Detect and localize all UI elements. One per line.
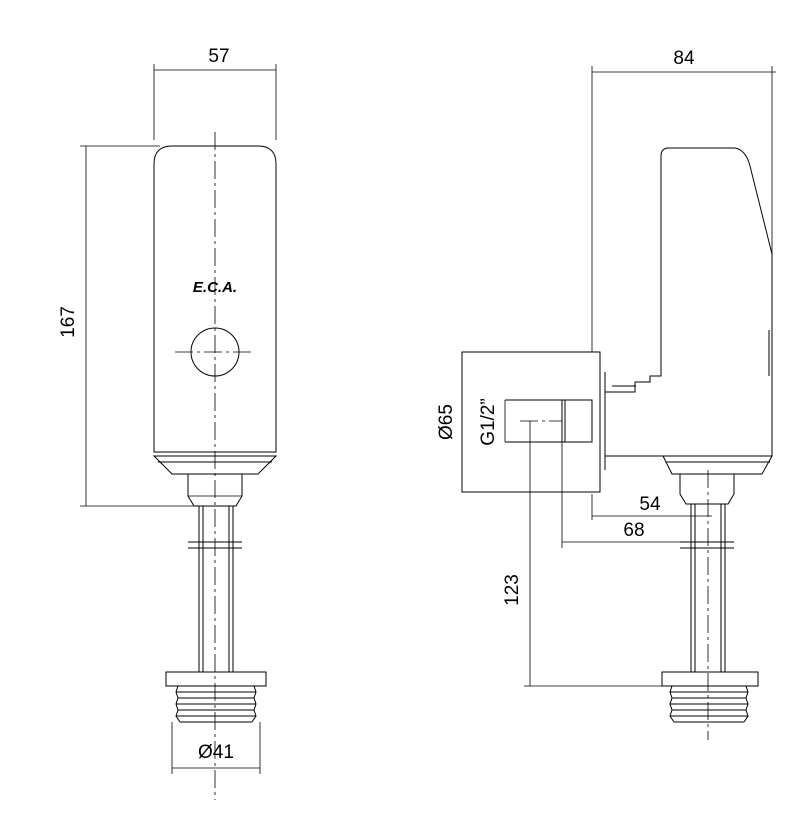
front-view: 57 167: [58, 46, 278, 800]
front-thread-label: Ø41: [198, 742, 234, 763]
side-offset-54-dimension: 54: [591, 494, 712, 520]
side-base-taper: [662, 455, 773, 475]
side-offset-54-label: 54: [639, 494, 661, 515]
side-pipe: [680, 504, 734, 672]
front-threaded-nozzle: [165, 671, 267, 723]
side-collar: [679, 473, 735, 505]
brand-logo: E.C.A.: [193, 279, 237, 296]
front-width-dimension: 57: [153, 46, 277, 140]
wall-flange: [461, 351, 606, 493]
front-thread-dimension: Ø41: [171, 722, 261, 774]
inlet-connection: [504, 399, 593, 443]
sensor-window: [175, 327, 255, 377]
side-depth-dimension: 84: [591, 48, 776, 380]
front-base-taper: [152, 455, 278, 475]
side-depth-label: 84: [673, 48, 695, 69]
front-height-dimension: 167: [58, 145, 200, 507]
front-height-label: 167: [58, 306, 79, 338]
side-offset-68-dimension: 68: [561, 442, 712, 548]
side-inlet-label: G1/2”: [478, 398, 499, 446]
side-flange-label: Ø65: [436, 404, 457, 440]
side-view: 84 Ø65 G1/2”: [436, 48, 776, 740]
side-body-outline: [605, 147, 773, 457]
front-width-label: 57: [208, 46, 229, 67]
side-threaded-nozzle: [661, 671, 759, 723]
side-offset-68-label: 68: [623, 520, 644, 541]
side-length-label: 123: [502, 574, 523, 606]
side-length-dimension: 123: [502, 421, 662, 687]
